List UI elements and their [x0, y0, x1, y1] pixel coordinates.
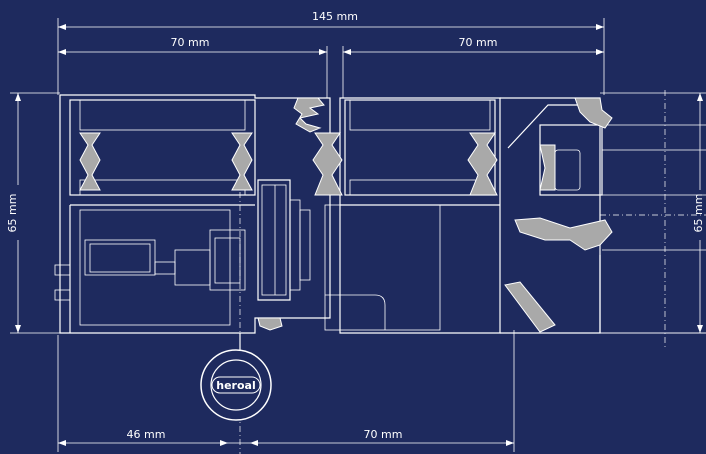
glazing-area	[500, 97, 706, 334]
dimension-height-right: 65 mm	[600, 92, 706, 334]
glazing-gasket-bottom	[504, 217, 613, 333]
sash-profile	[324, 97, 501, 334]
dimension-label-height-left: 65 mm	[6, 194, 19, 233]
thermal-break-left	[79, 132, 253, 191]
dimension-label-left-chamber: 70 mm	[171, 36, 210, 49]
dimension-label-bottom-left: 46 mm	[127, 428, 166, 441]
dimension-height-left: 65 mm	[5, 92, 60, 334]
dimension-label-total: 145 mm	[312, 10, 358, 23]
dimension-chambers: 70 mm 70 mm	[58, 36, 604, 55]
center-top-seal	[293, 97, 325, 133]
logo-text: heroal	[216, 379, 255, 392]
dimension-bottom: 46 mm 70 mm	[57, 330, 515, 452]
dimension-total-width: 145 mm	[58, 9, 604, 30]
heroal-logo: heroal	[200, 349, 272, 421]
dimension-label-right-chamber: 70 mm	[459, 36, 498, 49]
glazing-bead-top	[507, 97, 613, 149]
thermal-break-middle	[312, 132, 498, 196]
dimension-label-height-right: 65 mm	[692, 194, 705, 233]
gear-mechanism	[257, 179, 311, 301]
motor-unit	[84, 229, 246, 291]
left-frame-profile	[54, 94, 331, 334]
dimension-label-bottom-right: 70 mm	[364, 428, 403, 441]
